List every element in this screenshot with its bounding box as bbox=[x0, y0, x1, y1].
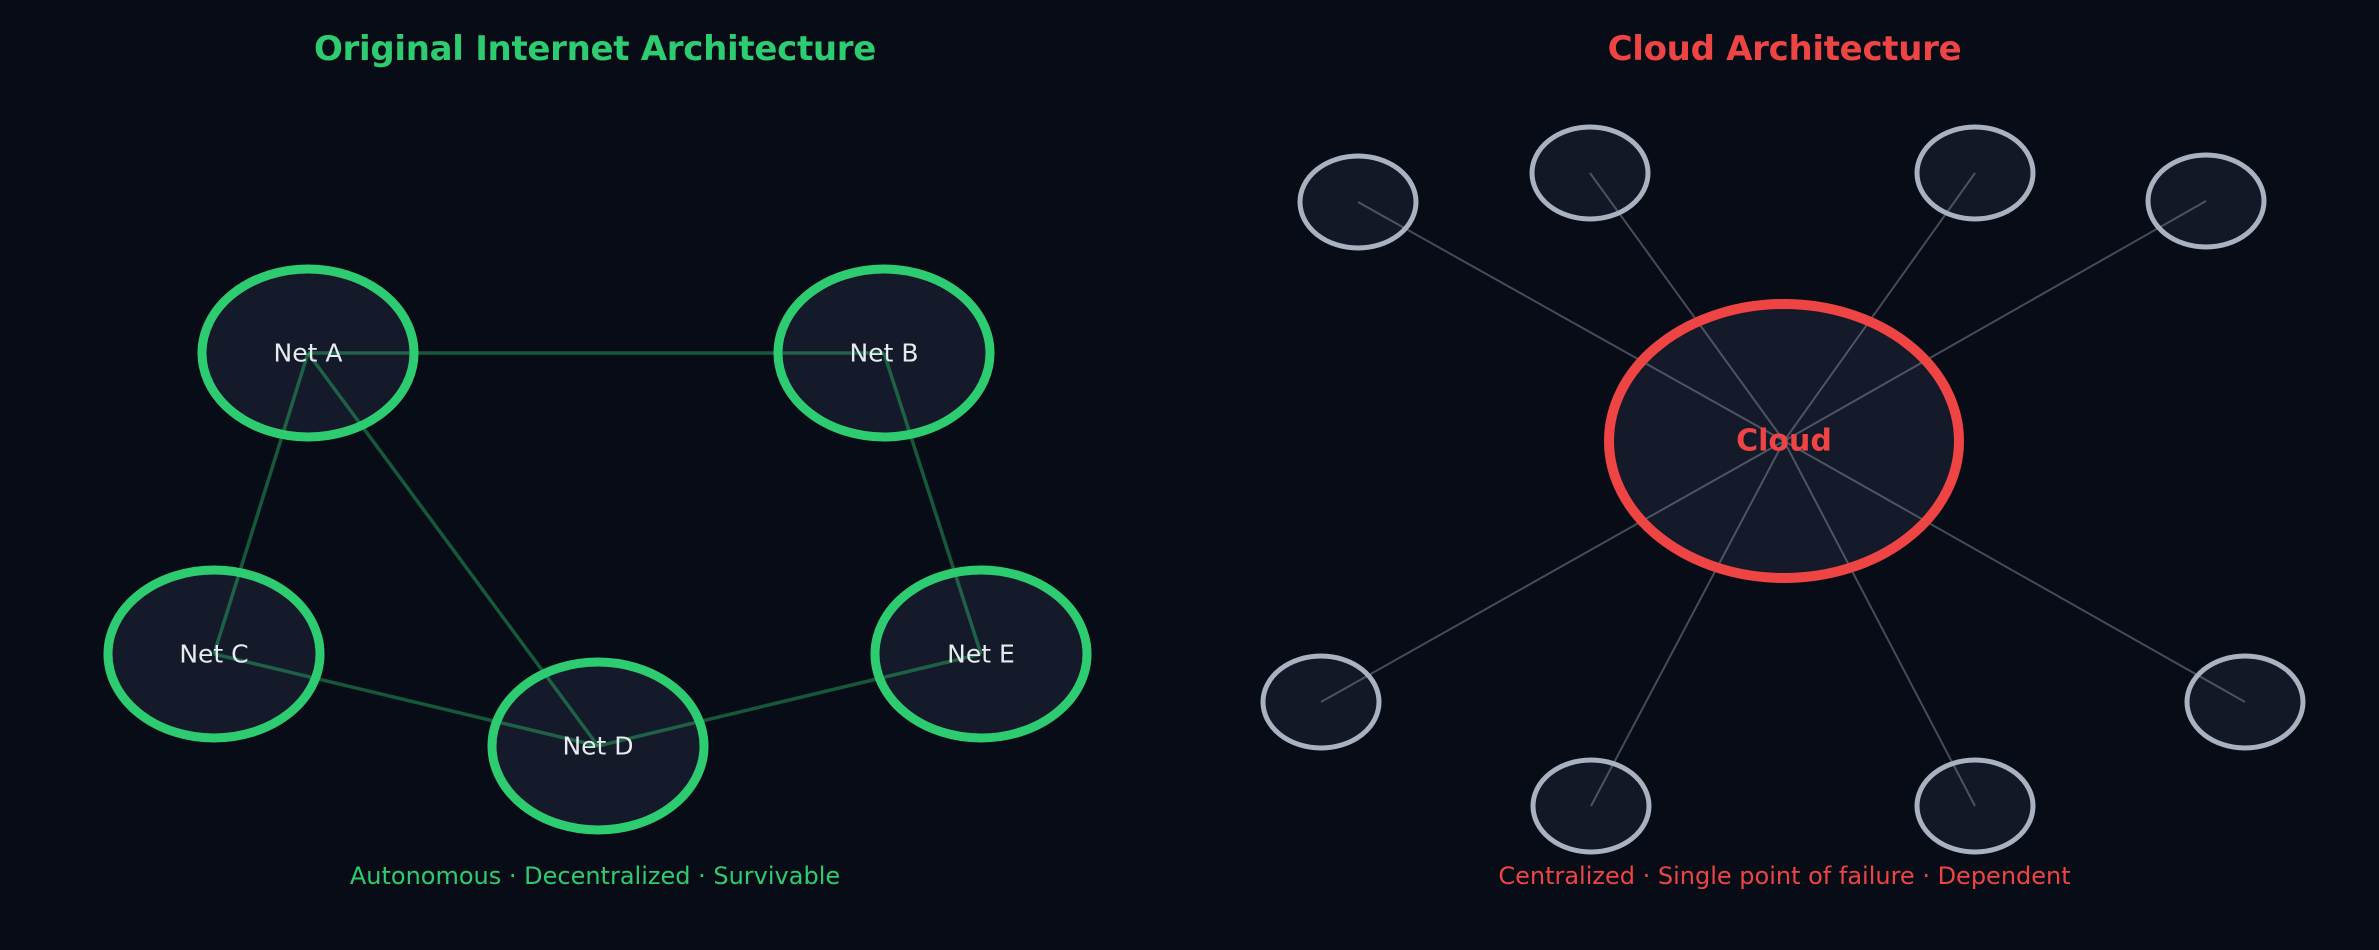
satellite-node-fill-2 bbox=[1532, 127, 1648, 219]
net-node-label-b: Net B bbox=[850, 339, 919, 368]
spoke-line-7 bbox=[1783, 440, 1976, 807]
mesh-edge-b-e bbox=[882, 352, 983, 655]
satellite-node-ring-3 bbox=[1914, 124, 2036, 222]
net-node-ring-a bbox=[197, 264, 419, 442]
satellite-node-ring-1 bbox=[1297, 153, 1419, 251]
net-node-fill-c bbox=[108, 570, 320, 738]
mesh-edge-a-c bbox=[212, 352, 310, 655]
net-node-ring-e bbox=[870, 565, 1092, 743]
satellite-node-ring-5 bbox=[1260, 653, 1382, 751]
satellite-node-fill-3 bbox=[1917, 127, 2033, 219]
net-node-fill-a bbox=[202, 269, 414, 437]
satellite-node-fill-8 bbox=[2187, 656, 2303, 748]
net-node-label-a: Net A bbox=[274, 339, 343, 368]
net-node-ring-d bbox=[487, 657, 709, 835]
cloud-hub-ring bbox=[1604, 299, 1964, 583]
satellite-node-fill-7 bbox=[1917, 760, 2033, 852]
mesh-edge-a-d bbox=[306, 351, 600, 748]
net-node-fill-b bbox=[778, 269, 990, 437]
satellite-node-fill-4 bbox=[2148, 155, 2264, 247]
spoke-line-8 bbox=[1783, 440, 2246, 703]
cloud-hub-label: Cloud bbox=[1736, 424, 1832, 459]
mesh-edge-d-e bbox=[597, 652, 982, 748]
spoke-line-5 bbox=[1320, 440, 1785, 703]
spoke-line-4 bbox=[1783, 200, 2207, 442]
satellite-node-ring-2 bbox=[1529, 124, 1651, 222]
satellite-node-ring-6 bbox=[1530, 757, 1652, 855]
cloud-hub-fill bbox=[1609, 304, 1959, 578]
satellite-node-fill-6 bbox=[1533, 760, 1649, 852]
net-node-ring-b bbox=[773, 264, 995, 442]
satellite-node-ring-4 bbox=[2145, 152, 2267, 250]
net-node-label-d: Net D bbox=[562, 732, 633, 761]
net-node-label-c: Net C bbox=[179, 640, 248, 669]
net-node-fill-d bbox=[492, 662, 704, 830]
spoke-line-2 bbox=[1589, 172, 1785, 442]
spoke-line-6 bbox=[1590, 440, 1785, 807]
satellite-node-fill-5 bbox=[1263, 656, 1379, 748]
mesh-edge-c-d bbox=[213, 652, 599, 748]
net-node-ring-c bbox=[103, 565, 325, 743]
spoke-line-1 bbox=[1357, 201, 1785, 442]
satellite-node-ring-7 bbox=[1914, 757, 2036, 855]
net-node-fill-e bbox=[875, 570, 1087, 738]
satellite-node-fill-1 bbox=[1300, 156, 1416, 248]
satellite-node-ring-8 bbox=[2184, 653, 2306, 751]
spoke-line-3 bbox=[1783, 172, 1976, 442]
net-node-label-e: Net E bbox=[947, 640, 1015, 669]
